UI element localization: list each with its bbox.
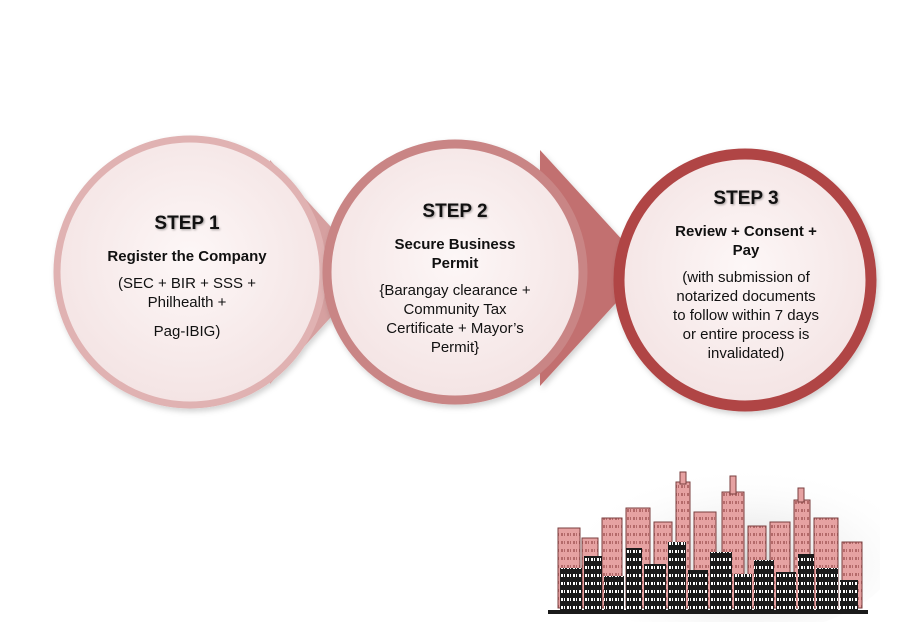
step2-shape [322, 139, 648, 405]
step2-detail-line: Certificate + Mayor’s [386, 320, 524, 337]
step3-detail-line: or entire process is [682, 326, 810, 343]
step2-circle [322, 139, 588, 405]
step2-heading: Secure Business Permit [370, 235, 540, 273]
step3-detail-line: to follow within 7 days [673, 307, 819, 324]
step3-detail-line: invalidated) [707, 345, 785, 362]
step3-title: STEP 3 [713, 188, 779, 209]
step2-heading-line: Permit [431, 255, 479, 272]
step1-detail-line: Pag-IBIG) [153, 323, 221, 340]
step2-detail: {Barangay clearance + Community Tax Cert… [370, 281, 540, 357]
step2-title: STEP 2 [422, 201, 488, 222]
step2-text: STEP 2 Secure Business Permit {Barangay … [370, 201, 540, 357]
step2-heading-line: Secure Business [394, 236, 516, 253]
step2-detail-line: Community Tax [403, 301, 507, 318]
step3-shape [613, 148, 877, 412]
step1-detail-line: (SEC + BIR + SSS + [118, 275, 256, 292]
step3-detail-line: (with submission of [682, 269, 810, 286]
step3-detail-line: notarized documents [676, 288, 816, 305]
step2-detail-line: {Barangay clearance + [379, 282, 531, 299]
step3-text: STEP 3 Review + Consent + Pay (with subm… [646, 188, 846, 363]
step1-title: STEP 1 [154, 213, 220, 234]
step3-detail: (with submission of notarized documents … [646, 268, 846, 363]
step3-heading-line: Pay [732, 242, 760, 259]
step3-circle [613, 148, 877, 412]
step3-heading-line: Review + Consent + [675, 223, 817, 240]
skyline-front-buildings [548, 542, 868, 614]
step2-detail-line: Permit} [430, 339, 480, 356]
step1-detail: (SEC + BIR + SSS + Philhealth + Pag-IBIG… [92, 274, 282, 341]
step3-heading: Review + Consent + Pay [646, 222, 846, 260]
step1-heading: Register the Company [107, 248, 267, 265]
city-skyline-icon [548, 457, 880, 622]
step1-text: STEP 1 Register the Company (SEC + BIR +… [92, 213, 282, 341]
step1-detail-line: Philhealth + [147, 294, 227, 311]
